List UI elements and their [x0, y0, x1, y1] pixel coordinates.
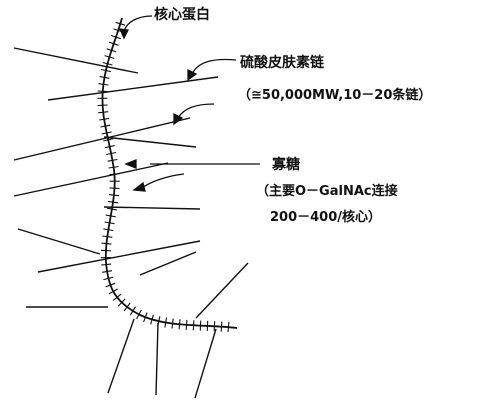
oligosaccharide-tick: [100, 124, 111, 128]
oligosaccharide-tick: [178, 319, 181, 330]
oligosaccharide-tick: [97, 104, 108, 107]
oligosaccharide-ticks: [97, 21, 230, 333]
gag-chain: [47, 76, 219, 101]
oligosaccharide-tick: [105, 214, 116, 218]
gag-chain: [155, 322, 159, 396]
oligosaccharide-tick: [101, 242, 112, 245]
oligosaccharide-tick: [227, 322, 230, 333]
gag-chains: [13, 47, 249, 399]
oligosaccharide-tick: [99, 76, 110, 79]
oligosaccharide-tick: [185, 319, 188, 330]
oligosaccharide-tick: [192, 320, 195, 331]
oligosaccharide-tick: [104, 55, 115, 59]
oligosaccharide-tick: [136, 309, 142, 320]
oligosaccharide-tick: [98, 83, 109, 86]
sulfate-chain-pointer-1: [191, 58, 237, 75]
oligosaccharide-tick: [157, 316, 161, 327]
oligosaccharide-tick: [102, 61, 113, 66]
chondroitin-sulfate-note: （≅50,000MW,10－20条链）: [238, 88, 432, 103]
oligosaccharide-tick: [109, 187, 120, 190]
oligosaccharide-tick: [103, 276, 114, 281]
sulfate-chain-pointer-2: [177, 103, 215, 119]
oligosaccharide-tick: [108, 200, 119, 204]
oligosaccharide-tick: [99, 117, 110, 121]
arrowhead: [118, 28, 129, 40]
oligosaccharide-tick: [104, 145, 115, 149]
oligosaccharide-tick: [108, 288, 118, 295]
oligosaccharide-tick: [101, 131, 112, 135]
oligosaccharide-tick: [105, 282, 116, 288]
oligosaccharide-tick: [171, 318, 174, 329]
oligosaccharide-note-line-1: （主要O－GalNAc连接: [256, 184, 398, 199]
oligosaccharide-tick: [107, 158, 118, 162]
oligosaccharide-tick: [117, 298, 126, 307]
oligosaccharide-tick: [100, 68, 111, 73]
oligosaccharide-tick: [123, 302, 131, 312]
oligosaccharide-tick: [150, 314, 154, 325]
oligosaccharide-tick: [109, 173, 120, 176]
gag-chain: [103, 136, 197, 148]
oligosaccharide-note-line-2: 200－400/核心）: [270, 210, 382, 225]
oligosaccharide-tick: [111, 34, 121, 40]
oligosaccharide-tick: [98, 111, 109, 114]
oligosaccharide-tick: [108, 165, 119, 169]
gag-chain: [13, 162, 169, 197]
oligosaccharide-tick: [143, 312, 148, 323]
oligosaccharide-tick: [213, 321, 216, 332]
gag-chain: [103, 206, 201, 210]
oligosaccharide-tick: [115, 21, 126, 26]
oligosaccharide-tick: [112, 293, 122, 301]
oligosaccharide-tick: [106, 151, 117, 156]
oligosaccharide-tick: [106, 48, 117, 53]
oligosaccharide-tick: [103, 228, 114, 232]
pointer-arrows: [118, 15, 260, 192]
oligosaccharide-tick: [103, 138, 114, 142]
oligosaccharide-tick: [106, 207, 117, 211]
oligosaccharide-tick: [164, 317, 168, 328]
arrowhead: [132, 181, 146, 192]
arrowhead: [173, 112, 184, 126]
oligosaccharide-tick: [220, 321, 223, 332]
gag-chain: [107, 318, 135, 394]
core-protein-label: 核心蛋白: [154, 7, 210, 23]
oligosaccharide-tick: [129, 306, 136, 316]
core-protein-backbone: [101, 17, 238, 329]
arrowhead: [124, 159, 137, 169]
oligosaccharide-tick: [108, 194, 119, 197]
oligosaccharide-tick: [108, 41, 119, 46]
oligosaccharide-tick: [102, 270, 113, 273]
oligosaccharide-pointer-2: [141, 173, 185, 189]
oligosaccharide-tick: [100, 249, 111, 252]
oligosaccharide-tick: [102, 235, 113, 238]
oligosaccharide-tick: [97, 90, 108, 93]
gag-chain: [13, 117, 191, 161]
gag-chain: [194, 328, 217, 399]
gag-chain: [37, 240, 201, 273]
chondroitin-sulfate-label: 硫酸皮肤素链: [240, 55, 324, 71]
oligosaccharide-tick: [101, 263, 112, 266]
oligosaccharide-label: 寡糖: [272, 157, 300, 173]
gag-chain: [17, 228, 101, 255]
oligosaccharide-tick: [104, 221, 115, 225]
gag-chain: [195, 262, 249, 319]
arrowhead: [187, 68, 198, 82]
gag-chain: [13, 47, 139, 74]
gag-chain: [139, 251, 197, 276]
